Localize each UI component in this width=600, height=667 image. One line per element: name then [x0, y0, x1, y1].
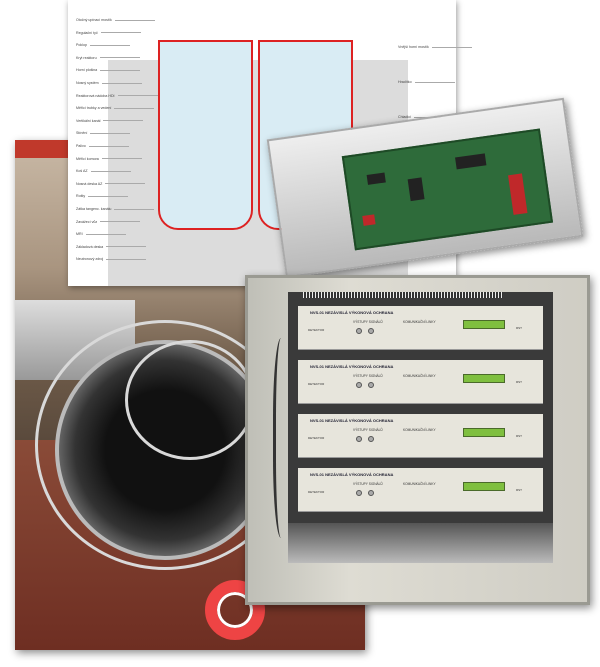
unit-title: NVS-01 NEZÁVISLÁ VÝKONOVÁ OCHRANA [310, 364, 394, 369]
diagram-label: Stínění [76, 131, 130, 135]
nvs-unit: NVS-01 NEZÁVISLÁ VÝKONOVÁ OCHRANA VÝSTUP… [298, 468, 543, 512]
comm-lines-label: KOMUNIKAČNÍ LINKY [403, 482, 436, 486]
signal-outputs-label: VÝSTUPY SIGNÁLŮ [353, 320, 383, 324]
bnc-connector [356, 328, 362, 334]
diagram-label: Nosný systém [76, 81, 142, 85]
diagram-label: Neutronový zdroj [76, 257, 146, 261]
reset-label: RST [516, 326, 522, 330]
lcd-display [463, 428, 505, 437]
railing [125, 340, 255, 460]
nvs-unit: NVS-01 NEZÁVISLÁ VÝKONOVÁ OCHRANA VÝSTUP… [298, 306, 543, 350]
bnc-connector [368, 328, 374, 334]
diagram-label: Otočný upínací mostík [76, 18, 155, 22]
unit-title: NVS-01 NEZÁVISLÁ VÝKONOVÁ OCHRANA [310, 472, 394, 477]
diagram-label: Rošty [76, 194, 128, 198]
detector-label: DETEKTOR [308, 436, 325, 440]
diagram-label: MRI [76, 232, 126, 236]
comm-lines-label: KOMUNIKAČNÍ LINKY [403, 320, 436, 324]
lcd-display [463, 374, 505, 383]
signal-outputs-label: VÝSTUPY SIGNÁLŮ [353, 428, 383, 432]
nvs-unit: NVS-01 NEZÁVISLÁ VÝKONOVÁ OCHRANA VÝSTUP… [298, 360, 543, 404]
bnc-connector [356, 382, 362, 388]
diagram-label: Vertikální kanál [76, 119, 143, 123]
reset-label: RST [516, 380, 522, 384]
bnc-connector [368, 436, 374, 442]
cabinet-photo: NVS-01 NEZÁVISLÁ VÝKONOVÁ OCHRANA VÝSTUP… [245, 275, 590, 605]
bnc-connector [368, 382, 374, 388]
diagram-label: Měřicí trubky a vedení [76, 106, 154, 110]
diagram-label: Zátka tangenc. kanálu [76, 207, 154, 211]
diagram-label: Chladicí [398, 115, 454, 119]
cable-tray [288, 523, 553, 563]
detector-label: DETEKTOR [308, 382, 325, 386]
signal-outputs-label: VÝSTUPY SIGNÁLŮ [353, 374, 383, 378]
reset-label: RST [516, 434, 522, 438]
diagram-label: Koš AZ [76, 169, 131, 173]
detector-label: DETEKTOR [308, 490, 325, 494]
diagram-label: Základová deska [76, 245, 146, 249]
diagram-label: Nosná deska AZ [76, 182, 145, 186]
cable [273, 338, 293, 538]
diagram-label: Kryt reaktoru [76, 56, 140, 60]
circuit-board [341, 128, 554, 251]
comm-lines-label: KOMUNIKAČNÍ LINKY [403, 428, 436, 432]
diagram-label: Vnější horní mostík [398, 45, 472, 49]
reactor-tank-left [158, 40, 253, 230]
diagram-label: Zavážecí vůz [76, 220, 140, 224]
lcd-display [463, 320, 505, 329]
detector-label: DETEKTOR [308, 328, 325, 332]
diagram-label: Hradítko [398, 80, 455, 84]
bnc-connector [368, 490, 374, 496]
signal-outputs-label: VÝSTUPY SIGNÁLŮ [353, 482, 383, 486]
lcd-display [463, 482, 505, 491]
diagram-label: Palivo [76, 144, 129, 148]
bnc-connector [356, 490, 362, 496]
vent [303, 292, 503, 298]
unit-title: NVS-01 NEZÁVISLÁ VÝKONOVÁ OCHRANA [310, 310, 394, 315]
diagram-label: Poklop [76, 43, 130, 47]
diagram-label: Reaktorová nádoba HDI [76, 94, 158, 98]
unit-title: NVS-01 NEZÁVISLÁ VÝKONOVÁ OCHRANA [310, 418, 394, 423]
diagram-label: Měřicí komora [76, 157, 142, 161]
nvs-unit: NVS-01 NEZÁVISLÁ VÝKONOVÁ OCHRANA VÝSTUP… [298, 414, 543, 458]
diagram-label: Horní plošina [76, 68, 140, 72]
bnc-connector [356, 436, 362, 442]
reset-label: RST [516, 488, 522, 492]
diagram-label: Regulační tyč [76, 31, 141, 35]
comm-lines-label: KOMUNIKAČNÍ LINKY [403, 374, 436, 378]
